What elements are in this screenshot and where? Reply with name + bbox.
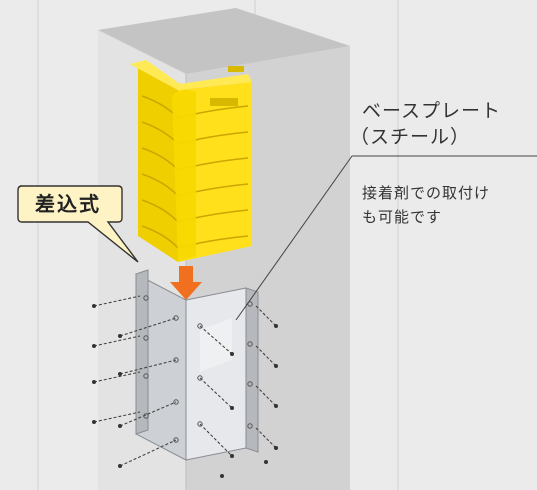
adhesive-note-line2: も可能です (362, 208, 443, 226)
adhesive-note-line1: 接着剤での取付け (362, 184, 491, 202)
base-plate-title: ベースプレート (362, 100, 502, 122)
base-plate-material: （スチール） (350, 126, 471, 148)
screw-heads (92, 304, 278, 478)
callout-bubble (17, 185, 139, 263)
callout-label: 差込式 (35, 192, 101, 216)
orange-down-arrow-icon (170, 266, 202, 300)
base-plate-leader-line (235, 155, 537, 321)
screw-icon (93, 295, 277, 467)
corner-guard (130, 60, 252, 262)
